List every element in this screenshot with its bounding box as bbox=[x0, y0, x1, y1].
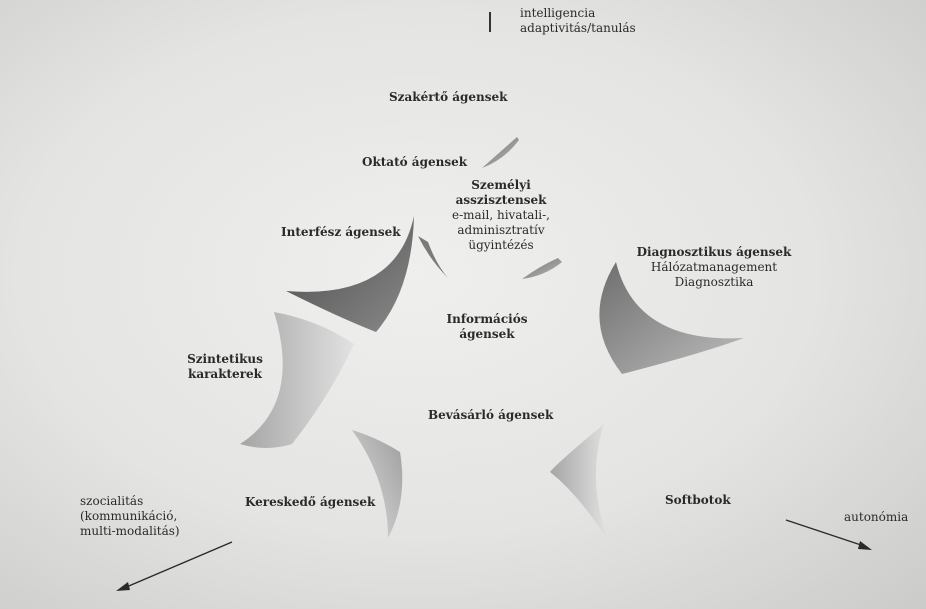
label-informacios-line1: Információs bbox=[446, 312, 528, 326]
label-diagnosztikus-line1: Diagnosztikus ágensek bbox=[636, 245, 792, 259]
label-softbotok: Softbotok bbox=[665, 493, 731, 507]
label-szintetikus: Szintetikus karakterek bbox=[180, 352, 270, 382]
petal-szintetikus bbox=[240, 312, 354, 448]
label-interfesz: Interfész ágensek bbox=[281, 225, 401, 239]
top-note-line1: intelligencia bbox=[520, 6, 596, 20]
axis-label-left-line3: multi-modalitás) bbox=[80, 524, 180, 538]
vertical-axis-line bbox=[489, 12, 491, 32]
axis-arrowhead-right bbox=[858, 541, 872, 550]
label-szakerto: Szakértő ágensek bbox=[389, 90, 508, 104]
label-oktato: Oktató ágensek bbox=[362, 155, 468, 169]
label-szemelyi-line2: asszisztensek bbox=[455, 193, 547, 207]
petal-softbotok bbox=[550, 424, 608, 540]
label-diagnosztikus-line2: Hálózatmanagement bbox=[650, 260, 778, 274]
label-diagnosztikus-line3: Diagnosztika bbox=[674, 275, 754, 289]
petal-diagnosztikus bbox=[599, 262, 744, 374]
label-informacios-line2: ágensek bbox=[459, 327, 515, 341]
label-bevasarlo: Bevásárló ágensek bbox=[428, 408, 554, 422]
petal-oktato bbox=[482, 137, 519, 168]
label-szemelyi-line3: e-mail, hivatali-, bbox=[451, 208, 550, 222]
label-kereskedo: Kereskedő ágensek bbox=[245, 495, 376, 509]
axis-arrow-right bbox=[785, 519, 865, 547]
axis-label-left: szocialitás (kommunikáció, multi-modalit… bbox=[80, 494, 200, 539]
label-diagnosztikus: Diagnosztikus ágensek Hálózatmanagement … bbox=[634, 245, 794, 290]
top-note: intelligencia adaptivitás/tanulás bbox=[520, 6, 636, 36]
axis-label-left-line1: szocialitás bbox=[80, 494, 144, 508]
label-szemelyi: Személyi asszisztensek e-mail, hivatali-… bbox=[436, 178, 566, 253]
top-note-line2: adaptivitás/tanulás bbox=[520, 21, 636, 35]
axis-arrow-left bbox=[123, 541, 233, 589]
petal-szemelyi bbox=[522, 258, 562, 279]
petal-interfesz bbox=[286, 216, 414, 332]
axis-label-right: autonómia bbox=[844, 510, 909, 524]
label-informacios: Információs ágensek bbox=[442, 312, 532, 342]
axis-label-left-line2: (kommunikáció, bbox=[80, 509, 178, 523]
axis-arrowhead-left bbox=[116, 582, 130, 591]
petal-interfesz-inner bbox=[418, 236, 448, 278]
label-szintetikus-line1: Szintetikus bbox=[187, 352, 263, 366]
petal-kereskedo bbox=[352, 430, 403, 538]
label-szemelyi-line5: ügyintézés bbox=[468, 238, 534, 252]
label-szintetikus-line2: karakterek bbox=[188, 367, 262, 381]
label-szemelyi-line1: Személyi bbox=[471, 178, 531, 192]
label-szemelyi-line4: adminisztratív bbox=[457, 223, 545, 237]
